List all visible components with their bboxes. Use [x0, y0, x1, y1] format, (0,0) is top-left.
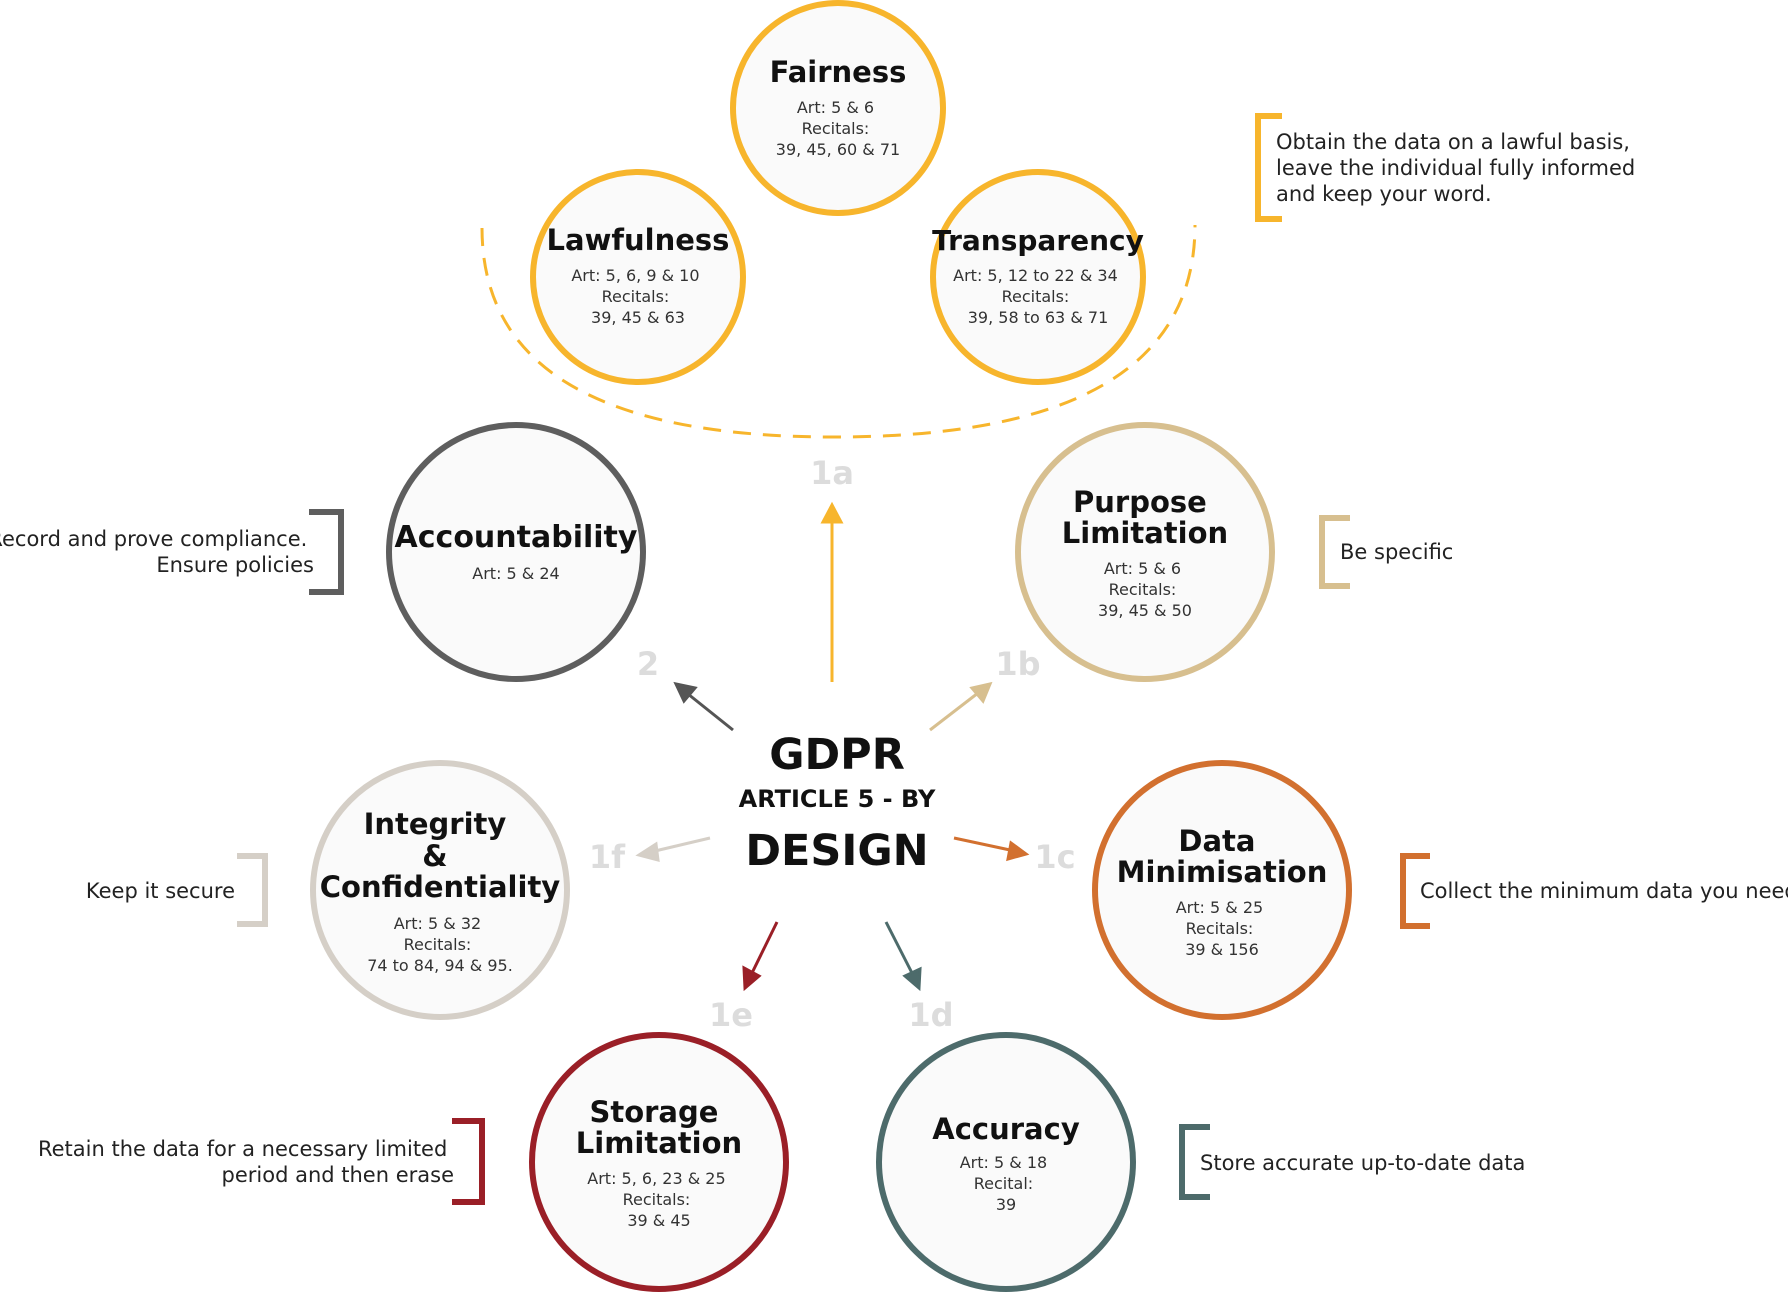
integrity-refs: Art: 5 & 32 Recitals: 74 to 84, 94 & 95.: [367, 914, 513, 975]
bracket-accuracy: [1179, 1124, 1210, 1200]
accountability-title: Accountability: [395, 520, 638, 555]
note-lawful: Obtain the data on a lawful basis, leave…: [1276, 130, 1642, 206]
note-storage: Retain the data for a necessary limited …: [38, 1137, 454, 1187]
step-label-1a: 1a: [810, 454, 854, 492]
center-title-line3: DESIGN: [745, 826, 928, 876]
bracket-integrity: [237, 853, 268, 927]
center-title-line2: ARTICLE 5 - BY: [739, 785, 936, 813]
storage-limitation-title: Storage Limitation: [576, 1095, 742, 1160]
arrow-1b: [929, 681, 993, 732]
step-label-1d: 1d: [908, 996, 953, 1034]
data-minimisation-refs: Art: 5 & 25 Recitals: 39 & 156: [1176, 898, 1269, 959]
note-accountability: Record and prove compliance. Ensure poli…: [0, 527, 314, 577]
arrow-1d: [884, 921, 922, 992]
principle-purpose-limitation: Purpose Limitation Art: 5 & 6 Recitals: …: [1015, 422, 1275, 682]
arrow-2: [673, 681, 734, 732]
principle-accuracy: Accuracy Art: 5 & 18 Recital: 39: [876, 1032, 1136, 1292]
principle-integrity-confidentiality: Integrity & Confidentiality Art: 5 & 32 …: [310, 760, 570, 1020]
arrow-1a: [820, 501, 844, 682]
transparency-title: Transparency: [932, 224, 1144, 257]
integrity-title: Integrity & Confidentiality: [320, 807, 561, 904]
bracket-purpose: [1319, 515, 1350, 589]
step-label-1b: 1b: [995, 645, 1040, 683]
step-label-1e: 1e: [709, 996, 753, 1034]
center-title-line1: GDPR: [769, 730, 905, 780]
storage-limitation-refs: Art: 5, 6, 23 & 25 Recitals: 39 & 45: [587, 1169, 730, 1230]
bracket-storage: [452, 1118, 485, 1205]
bracket-minimisation: [1400, 853, 1430, 929]
arrow-1f: [635, 836, 711, 863]
bracket-lawful: [1255, 113, 1282, 222]
step-label-1f: 1f: [589, 838, 626, 876]
note-purpose: Be specific: [1340, 540, 1453, 564]
note-minimisation: Collect the minimum data you need: [1420, 879, 1788, 903]
center-title: GDPR ARTICLE 5 - BY DESIGN: [739, 730, 936, 876]
principle-transparency: Transparency Art: 5, 12 to 22 & 34 Recit…: [930, 169, 1146, 385]
purpose-limitation-title: Purpose Limitation: [1062, 485, 1228, 550]
lawfulness-refs: Art: 5, 6, 9 & 10 Recitals: 39, 45 & 63: [571, 266, 704, 327]
note-integrity: Keep it secure: [86, 879, 235, 903]
step-label-2: 2: [637, 645, 659, 683]
data-minimisation-title: Data Minimisation: [1117, 824, 1328, 889]
lawfulness-title: Lawfulness: [547, 223, 730, 257]
bracket-accountability: [309, 509, 344, 595]
principle-storage-limitation: Storage Limitation Art: 5, 6, 23 & 25 Re…: [529, 1032, 789, 1292]
lawful-group-arc: [480, 224, 1197, 439]
purpose-limitation-refs: Art: 5 & 6 Recitals: 39, 45 & 50: [1098, 559, 1192, 620]
fairness-refs: Art: 5 & 6 Recitals: 39, 45, 60 & 71: [776, 98, 900, 159]
principle-lawfulness: Lawfulness Art: 5, 6, 9 & 10 Recitals: 3…: [530, 169, 746, 385]
arrow-1c: [953, 836, 1030, 862]
principle-accountability: Accountability Art: 5 & 24: [386, 422, 646, 682]
arrow-1e: [742, 921, 779, 992]
step-label-1c: 1c: [1034, 838, 1075, 876]
principle-fairness: Fairness Art: 5 & 6 Recitals: 39, 45, 60…: [730, 0, 946, 216]
accuracy-title: Accuracy: [932, 1112, 1080, 1146]
note-accuracy: Store accurate up-to-date data: [1200, 1151, 1525, 1175]
principle-data-minimisation: Data Minimisation Art: 5 & 25 Recitals: …: [1092, 760, 1352, 1020]
fairness-title: Fairness: [770, 55, 907, 89]
transparency-refs: Art: 5, 12 to 22 & 34 Recitals: 39, 58 t…: [953, 266, 1123, 327]
accountability-refs: Art: 5 & 24: [472, 564, 559, 583]
accuracy-refs: Art: 5 & 18 Recital: 39: [960, 1153, 1053, 1214]
